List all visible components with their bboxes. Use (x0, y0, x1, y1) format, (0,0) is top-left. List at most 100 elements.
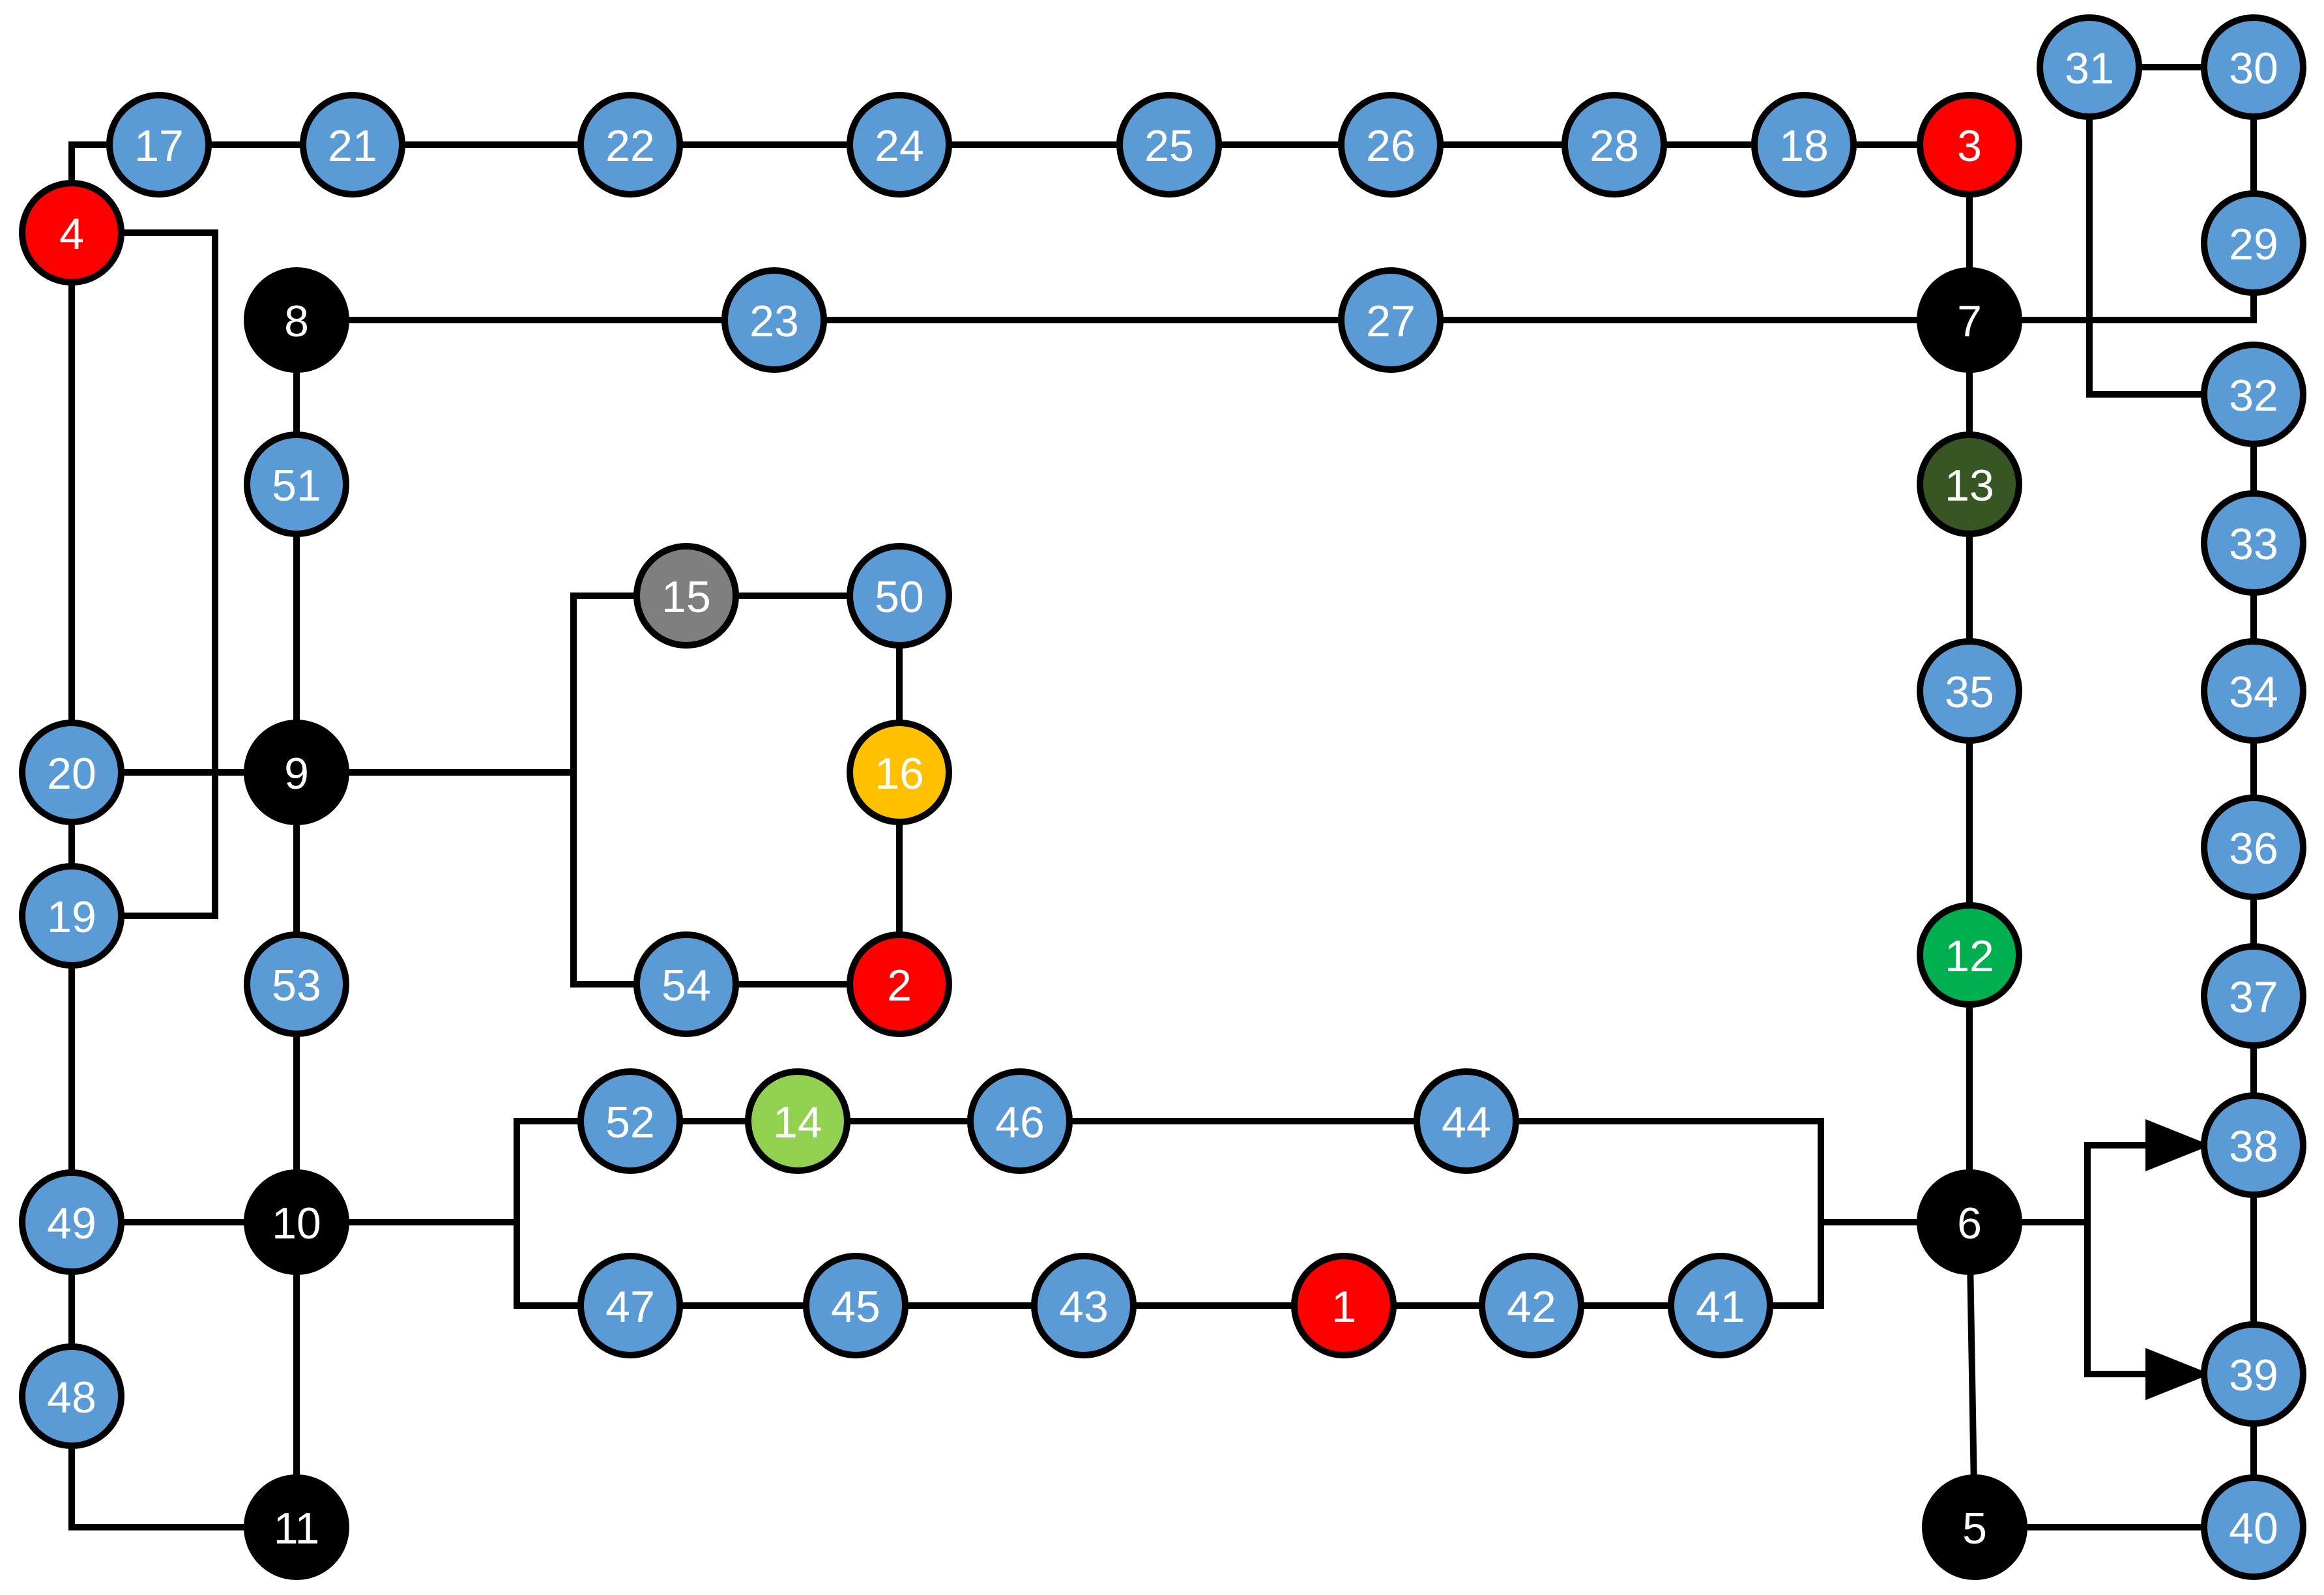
node-circle-54 (633, 931, 739, 1037)
node-circle-29 (2201, 190, 2306, 296)
node-48: 48 (19, 1343, 124, 1449)
node-label-18: 18 (1779, 121, 1829, 171)
node-25: 25 (1116, 92, 1222, 198)
node-circle-43 (1031, 1253, 1137, 1358)
node-circle-15 (633, 543, 739, 649)
node-label-40: 40 (2229, 1504, 2278, 1553)
node-label-50: 50 (875, 572, 924, 622)
node-27: 27 (1338, 267, 1444, 373)
edge-layer (68, 64, 2257, 1531)
node-8: 8 (244, 267, 349, 373)
node-17: 17 (106, 92, 212, 198)
node-circle-23 (721, 267, 827, 373)
node-circle-18 (1751, 92, 1857, 198)
node-circle-42 (1479, 1253, 1584, 1358)
node-label-28: 28 (1590, 121, 1639, 171)
node-circle-22 (577, 92, 683, 198)
node-2: 2 (847, 931, 952, 1037)
node-circle-8 (244, 267, 349, 373)
node-53: 53 (244, 931, 349, 1037)
node-circle-16 (847, 720, 952, 825)
node-circle-47 (577, 1253, 683, 1358)
node-label-26: 26 (1366, 121, 1416, 171)
node-label-24: 24 (875, 121, 924, 171)
node-label-38: 38 (2229, 1122, 2278, 1171)
node-18: 18 (1751, 92, 1857, 198)
node-label-43: 43 (1059, 1282, 1109, 1332)
node-14: 14 (745, 1068, 850, 1174)
node-52: 52 (577, 1068, 683, 1174)
node-label-47: 47 (605, 1282, 655, 1332)
node-circle-53 (244, 931, 349, 1037)
node-label-51: 51 (272, 461, 321, 510)
node-label-20: 20 (47, 749, 96, 798)
node-label-4: 4 (59, 209, 84, 259)
edge-31-32 (2086, 64, 2257, 398)
node-32: 32 (2201, 342, 2306, 447)
node-1: 1 (1291, 1253, 1397, 1358)
node-47: 47 (577, 1253, 683, 1358)
node-circle-27 (1338, 267, 1444, 373)
node-label-12: 12 (1945, 931, 1994, 981)
node-circle-44 (1414, 1068, 1519, 1174)
node-44: 44 (1414, 1068, 1519, 1174)
node-46: 46 (967, 1068, 1073, 1174)
node-label-48: 48 (47, 1373, 96, 1422)
node-39: 39 (2201, 1321, 2306, 1427)
node-circle-10 (244, 1169, 349, 1275)
node-33: 33 (2201, 490, 2306, 596)
node-22: 22 (577, 92, 683, 198)
edge-6-44 (1463, 1118, 1973, 1225)
node-16: 16 (847, 720, 952, 825)
node-circle-39 (2201, 1321, 2306, 1427)
node-24: 24 (847, 92, 952, 198)
node-circle-20 (19, 720, 124, 825)
node-circle-32 (2201, 342, 2306, 447)
node-label-3: 3 (1957, 121, 1982, 171)
node-circle-45 (803, 1253, 908, 1358)
node-label-35: 35 (1945, 667, 1994, 717)
node-28: 28 (1561, 92, 1667, 198)
node-38: 38 (2201, 1092, 2306, 1198)
node-label-30: 30 (2229, 44, 2278, 93)
node-54: 54 (633, 931, 739, 1037)
node-43: 43 (1031, 1253, 1137, 1358)
node-circle-25 (1116, 92, 1222, 198)
node-label-22: 22 (605, 121, 655, 171)
node-label-13: 13 (1945, 461, 1994, 510)
node-circle-14 (745, 1068, 850, 1174)
node-label-25: 25 (1144, 121, 1194, 171)
node-label-33: 33 (2229, 519, 2278, 569)
node-circle-34 (2201, 638, 2306, 744)
node-label-10: 10 (272, 1199, 321, 1248)
node-7: 7 (1917, 267, 2022, 373)
node-label-39: 39 (2229, 1351, 2278, 1400)
node-20: 20 (19, 720, 124, 825)
node-circle-11 (244, 1474, 349, 1580)
node-label-44: 44 (1442, 1098, 1491, 1147)
node-label-14: 14 (773, 1098, 822, 1147)
node-label-19: 19 (47, 892, 96, 942)
node-15: 15 (633, 543, 739, 649)
node-label-32: 32 (2229, 371, 2278, 420)
node-circle-5 (1922, 1474, 2027, 1580)
node-label-54: 54 (661, 961, 711, 1010)
edge-6-39 (1966, 1219, 2211, 1400)
edge-9-54 (293, 769, 690, 988)
node-label-31: 31 (2065, 44, 2114, 93)
node-label-49: 49 (47, 1199, 96, 1248)
edge-4-19 (68, 229, 218, 919)
node-label-45: 45 (831, 1282, 880, 1332)
node-4: 4 (19, 180, 124, 285)
node-label-21: 21 (328, 121, 377, 171)
node-circle-38 (2201, 1092, 2306, 1198)
node-label-5: 5 (1962, 1504, 1987, 1553)
node-label-29: 29 (2229, 220, 2278, 269)
node-3: 3 (1917, 92, 2022, 198)
node-circle-17 (106, 92, 212, 198)
node-26: 26 (1338, 92, 1444, 198)
node-label-42: 42 (1507, 1282, 1556, 1332)
node-19: 19 (19, 863, 124, 969)
